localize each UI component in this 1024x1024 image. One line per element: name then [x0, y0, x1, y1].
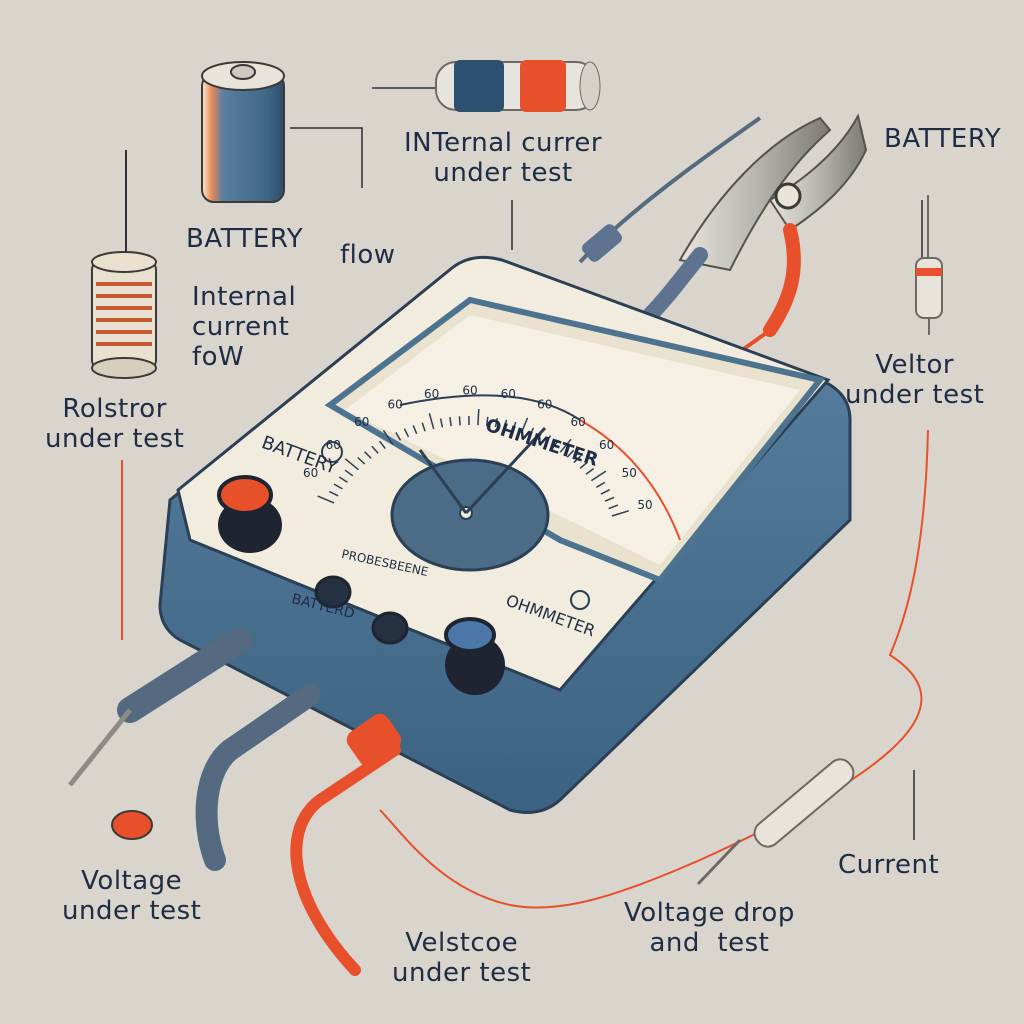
scale-number: 60 [424, 387, 439, 401]
dial-tick [485, 416, 489, 426]
dial-tick [364, 451, 372, 459]
dial-tick [338, 476, 348, 483]
pliers-icon [642, 113, 868, 367]
ohmmeter-icon: OHMMETER BATTERY PROBESBEENE BATTERD OHM… [158, 255, 852, 814]
voltage-drop-label: Voltage drop and test [624, 898, 795, 958]
dial-tick [344, 469, 354, 477]
scale-number: 60 [303, 466, 318, 480]
dial-tick [566, 449, 575, 458]
dial-tick [382, 429, 394, 445]
scale-number: 60 [354, 415, 369, 429]
dial-tick [357, 456, 366, 465]
dial-tick [585, 467, 595, 475]
dial-tick [503, 419, 508, 429]
dial-tick [528, 427, 535, 437]
veltor-label: Veltor under test [845, 350, 985, 410]
dial-tick [449, 416, 452, 427]
right-knob[interactable] [444, 617, 505, 695]
scale-number: 50 [637, 498, 652, 512]
dial-tick [477, 408, 480, 426]
dial-tick [458, 416, 461, 426]
current-label: Current [838, 850, 940, 880]
resistor-left-label: Rolstror under test [45, 394, 185, 454]
dial-tick [596, 481, 606, 488]
dial-tick [403, 428, 410, 438]
dial-tick [590, 470, 607, 482]
dial-tick [395, 432, 402, 441]
battery-top-right-label: BATTERY [884, 124, 1002, 154]
dial-tick [333, 483, 343, 490]
dial-tick [579, 461, 588, 469]
dial-tick [421, 422, 426, 432]
dial-tick [552, 439, 560, 449]
dial-tick [608, 504, 619, 510]
dial-tick [611, 510, 630, 517]
internal-current-top-label: INTernal currer under test [404, 128, 603, 188]
scale-number: 60 [388, 398, 403, 412]
dial-tick [512, 421, 517, 431]
probe-icon [696, 758, 855, 886]
dial-tick [559, 438, 572, 453]
scale-number: 60 [571, 415, 586, 429]
flow-label: flow [340, 240, 396, 270]
dial-tick [317, 495, 335, 504]
dial-tick [536, 431, 543, 440]
dial-tick [379, 440, 386, 450]
dial-tick [544, 435, 552, 444]
dial-tick [439, 418, 444, 428]
dial-tick [412, 425, 418, 435]
dial-tick [371, 445, 379, 454]
left-knob[interactable] [217, 475, 282, 553]
velstcoe-label: Velstcoe under test [392, 928, 532, 988]
jack-buttons [314, 441, 590, 645]
battery-icon [201, 61, 285, 203]
probe-icon [68, 627, 402, 976]
dial-tick [600, 489, 611, 495]
small-red-button [111, 810, 153, 840]
scale-number: 60 [326, 438, 341, 452]
scale-number: 60 [462, 383, 477, 397]
resistor-icon [915, 195, 943, 335]
capacitor-icon [435, 60, 601, 112]
scale-number: 60 [537, 398, 552, 412]
top-probe-cable [578, 116, 762, 264]
dial-tick [428, 413, 435, 430]
internal-current-left-label: Internal current foW [192, 282, 297, 372]
battery-left-label: BATTERY [186, 224, 304, 254]
dial-tick [328, 490, 339, 497]
inductor-coil-icon [91, 150, 157, 379]
scale-number: 50 [622, 466, 637, 480]
voltage-left-label: Voltage under test [62, 866, 202, 926]
dial-tick [604, 496, 615, 502]
scale-number: 60 [501, 387, 516, 401]
scale-number: 60 [599, 438, 614, 452]
dial-tick [494, 417, 498, 428]
dial-tick [520, 417, 529, 434]
dial-tick [573, 455, 582, 464]
dial-tick [344, 458, 359, 471]
